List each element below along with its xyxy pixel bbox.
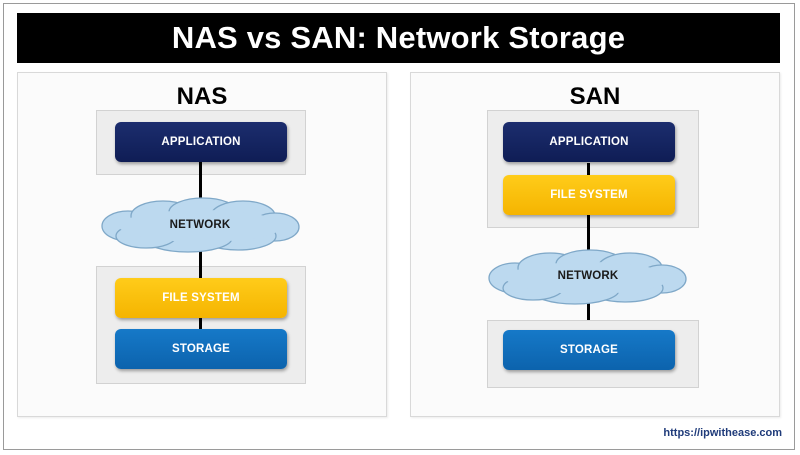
nas-connector-line — [199, 162, 202, 348]
san-file-system-box: FILE SYSTEM — [503, 175, 675, 215]
nas-file-system-box: FILE SYSTEM — [115, 278, 287, 318]
nas-title: NAS — [176, 83, 228, 110]
nas-panel: NAS APPLICATION NETWORK FILE SYSTEM STOR… — [17, 72, 387, 417]
nas-storage-box: STORAGE — [115, 329, 287, 369]
san-storage-box: STORAGE — [503, 330, 675, 370]
image-frame — [3, 3, 795, 450]
san-network-label: NETWORK — [557, 270, 619, 282]
san-application-box: APPLICATION — [503, 122, 675, 162]
san-title: SAN — [569, 83, 621, 110]
nas-cloud-icon — [101, 197, 300, 253]
source-url: https://ipwithease.com — [663, 427, 782, 439]
san-panel: SAN APPLICATION FILE SYSTEM NETWORK STOR… — [410, 72, 780, 417]
san-cloud-icon — [488, 249, 687, 305]
page-title: NAS vs SAN: Network Storage — [17, 13, 780, 63]
nas-network-label: NETWORK — [169, 219, 231, 231]
nas-application-box: APPLICATION — [115, 122, 287, 162]
san-connector-line — [587, 163, 590, 333]
